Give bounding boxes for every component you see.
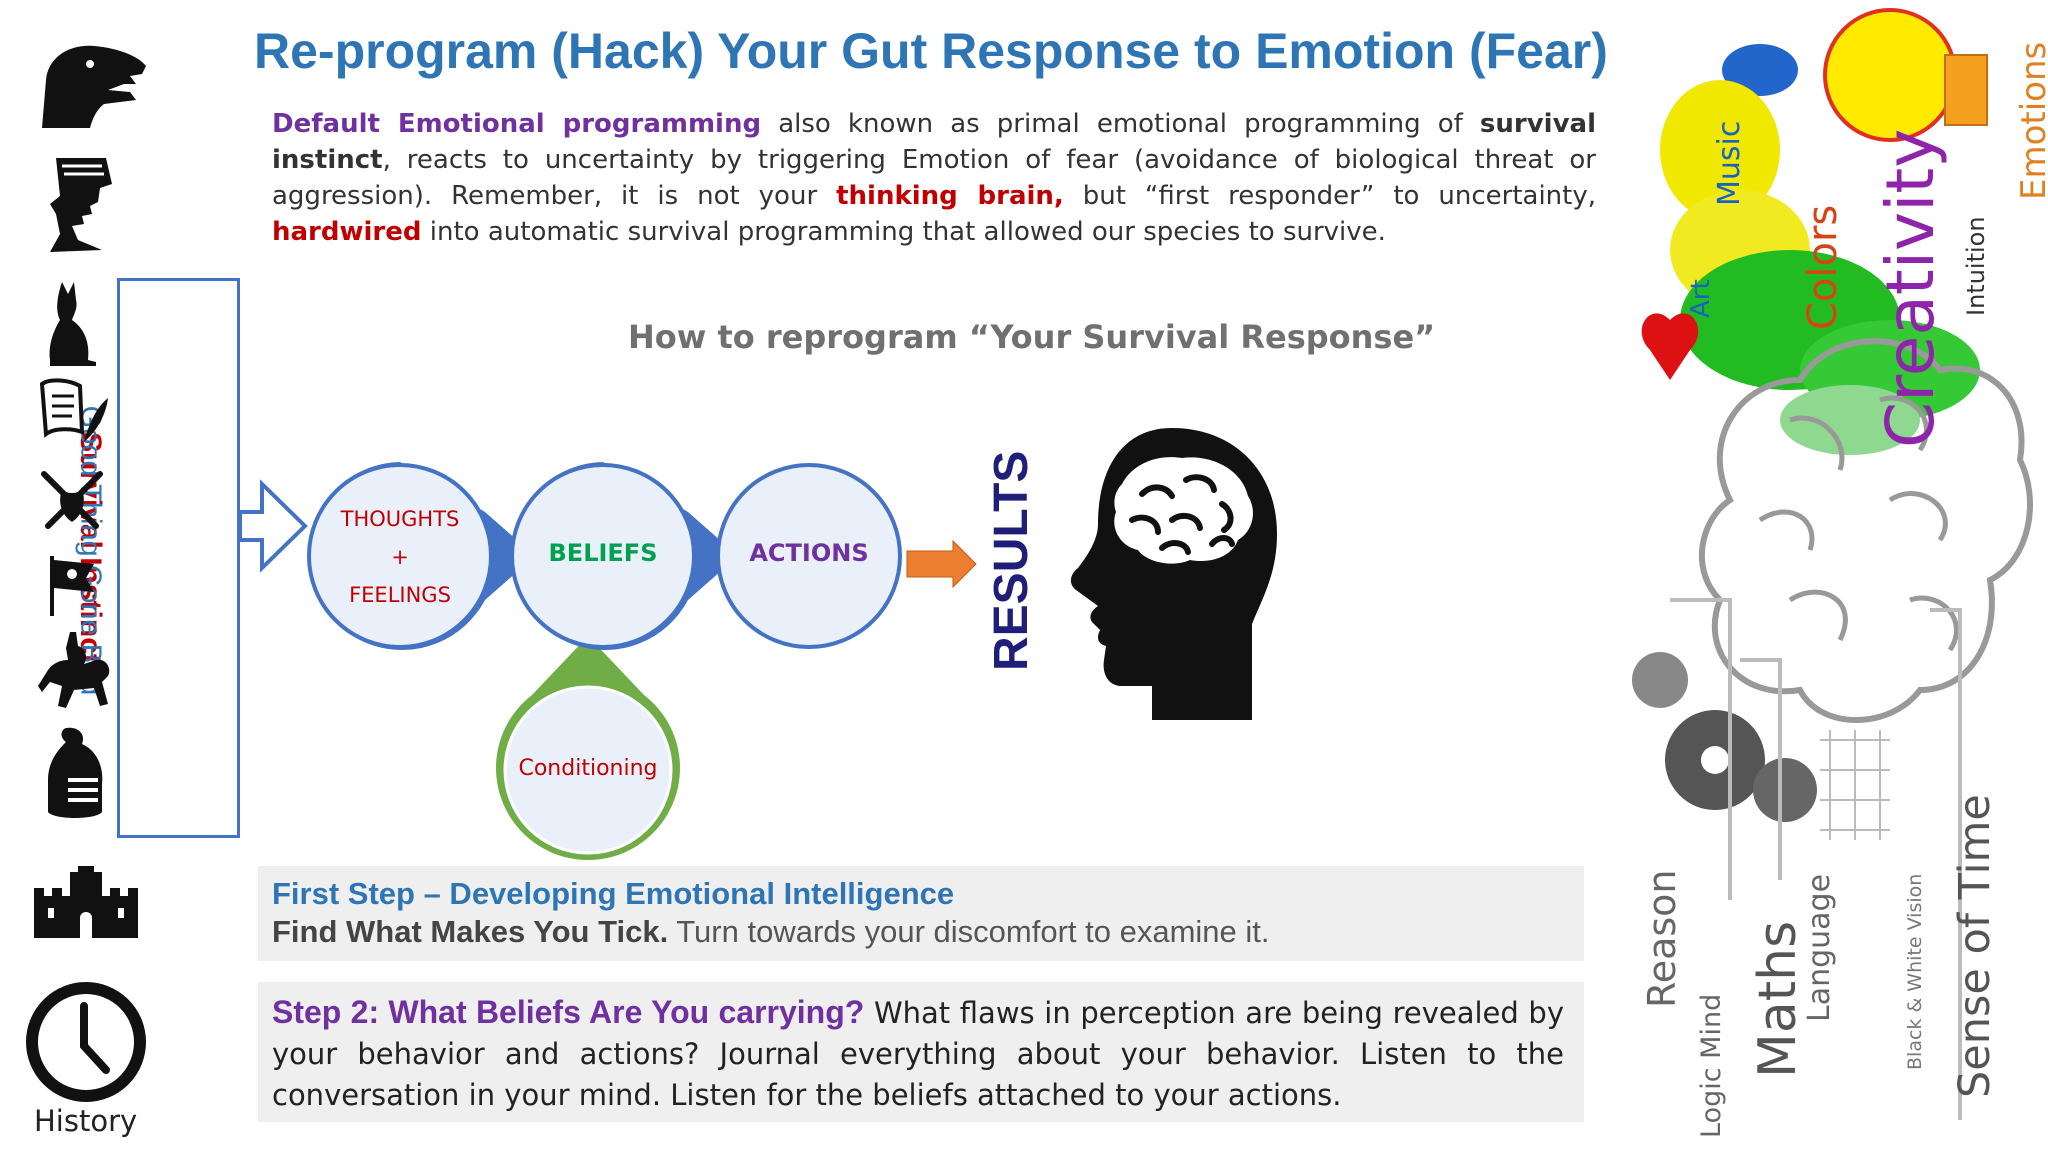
- step1-rest: Turn towards your discomfort to examine …: [668, 914, 1270, 949]
- collage-word-sense-of-time: Sense of Time: [1950, 794, 2000, 1098]
- step1-body: Find What Makes You Tick. Turn towards y…: [272, 914, 1270, 950]
- collage-word-maths: Maths: [1748, 920, 1808, 1078]
- intro-text: also known as primal emotional programmi…: [761, 109, 1480, 139]
- block-arrow: [240, 479, 308, 573]
- collage-word-reason: Reason: [1640, 869, 1684, 1009]
- intro-highlight-default: Default Emotional programming: [272, 109, 762, 139]
- intro-highlight-thinking: thinking brain,: [836, 181, 1064, 211]
- step2-heading: Step 2: What Beliefs Are You carrying?: [272, 994, 865, 1030]
- flow-diagram: [240, 462, 977, 860]
- plus-text: +: [391, 545, 409, 569]
- conditioning-circle: [503, 685, 673, 855]
- pirate-flag-icon: [50, 556, 94, 616]
- brain-collage-illustration: [1632, 8, 2033, 1120]
- crossed-swords-icon: [41, 471, 103, 529]
- step2-box: Step 2: What Beliefs Are You carrying? W…: [258, 982, 1584, 1122]
- nefertiti-icon: [50, 158, 112, 252]
- conditioning-label: Conditioning: [518, 756, 658, 781]
- step2-text: Step 2: What Beliefs Are You carrying? W…: [272, 992, 1564, 1116]
- collage-word-logic-mind: Logic Mind: [1696, 993, 1727, 1138]
- collage-word-bw-vision: Black & White Vision: [1904, 873, 1926, 1070]
- step1-bold: Find What Makes You Tick.: [272, 914, 669, 949]
- survival-instinct-box: [117, 278, 240, 838]
- intro-paragraph: Default Emotional programming also known…: [272, 106, 1596, 250]
- intro-text: but “first responder” to uncertainty,: [1063, 181, 1597, 211]
- collage-word-creativity: Creativity: [1872, 128, 1949, 448]
- results-label: RESULTS: [985, 450, 1038, 671]
- feelings-text: FEELINGS: [349, 583, 451, 607]
- collage-word-language: Language: [1802, 873, 1837, 1022]
- results-arrow: [906, 539, 977, 589]
- collage-word-colors: Colors: [1800, 204, 1846, 330]
- beliefs-circle: [510, 463, 696, 649]
- collage-word-intuition: Intuition: [1962, 216, 1990, 316]
- diagram-subtitle: How to reprogram “Your Survival Response…: [628, 318, 1436, 356]
- intro-text: , reacts to uncertainty by triggering Em…: [272, 145, 1596, 211]
- egyptian-cat-icon: [49, 282, 96, 366]
- actions-circle: [716, 463, 902, 649]
- history-label: History: [34, 1104, 138, 1138]
- thoughts-circle: [307, 463, 493, 649]
- step2-body: What flaws in perception are being revea…: [272, 996, 1564, 1112]
- collage-word-emotions: Emotions: [2014, 41, 2048, 200]
- clock-icon: [26, 982, 146, 1102]
- step1-heading: First Step – Developing Emotional Intell…: [272, 876, 955, 911]
- step1-box: First Step – Developing Emotional Intell…: [258, 866, 1584, 961]
- collage-word-music: Music: [1712, 120, 1747, 206]
- beliefs-label: BELIEFS: [548, 539, 658, 567]
- castle-icon: [34, 866, 138, 938]
- intro-highlight-survival: survival instinct: [272, 109, 1596, 175]
- intro-text: into automatic survival programming that…: [421, 217, 1386, 247]
- thoughts-text: THOUGHTS: [340, 507, 460, 531]
- scroll-quill-icon: [39, 378, 108, 442]
- head-brain-icon: [1070, 428, 1277, 720]
- actions-label: ACTIONS: [749, 539, 869, 567]
- page-title: Re-program (Hack) Your Gut Response to E…: [254, 23, 1608, 79]
- collage-word-art: Art: [1686, 279, 1716, 318]
- thoughts-feelings-label: THOUGHTS + FEELINGS: [310, 500, 490, 614]
- intro-highlight-hardwired: hardwired: [272, 217, 422, 247]
- knight-helmet-icon: [48, 727, 103, 818]
- knight-horse-icon: [38, 632, 110, 708]
- dinosaur-icon: [42, 45, 146, 128]
